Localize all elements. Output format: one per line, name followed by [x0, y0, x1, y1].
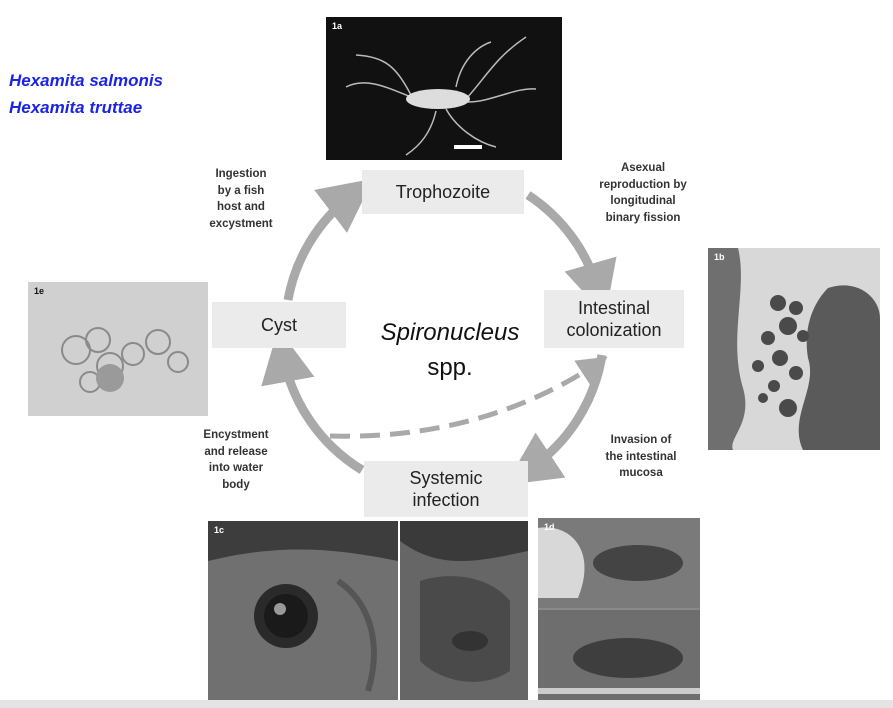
- panel-label-b: 1b: [714, 252, 725, 262]
- photo-fish-lesions-1: 1c: [208, 521, 398, 700]
- fish-head-side-image: [400, 521, 528, 700]
- arrow-cyst-to-trophozoite: [288, 195, 352, 300]
- stage-systemic-infection: Systemic infection: [364, 461, 528, 517]
- note-line: Invasion of: [586, 432, 696, 449]
- histology-section: [708, 248, 880, 450]
- photo-trophozoite: 1a: [326, 17, 562, 160]
- photo-intestinal-histology: 1b: [708, 248, 880, 450]
- stage-intestinal-colonization: Intestinal colonization: [544, 290, 684, 348]
- note-asexual-reproduction: Asexual reproduction by longitudinal bin…: [578, 160, 708, 227]
- fish-head-image: [208, 521, 398, 700]
- note-line: into water: [180, 460, 292, 477]
- cyst-micrograph: [28, 282, 208, 416]
- note-line: by a fish: [186, 183, 296, 200]
- trophozoite-micrograph: [326, 17, 562, 160]
- note-line: mucosa: [586, 465, 696, 482]
- photo-fish-lesions-2: [400, 521, 528, 700]
- note-line: longitudinal: [578, 193, 708, 210]
- photo-cysts: 1e: [28, 282, 208, 416]
- note-invasion: Invasion of the intestinal mucosa: [586, 432, 696, 482]
- photo-dissection: 1d: [538, 518, 700, 700]
- note-line: and release: [180, 444, 292, 461]
- panel-label-e: 1e: [34, 286, 44, 296]
- stage-intestinal-label-1: Intestinal: [578, 297, 650, 320]
- note-line: Encystment: [180, 427, 292, 444]
- note-line: Ingestion: [186, 166, 296, 183]
- stage-trophozoite: Trophozoite: [362, 170, 524, 214]
- stage-systemic-label-2: infection: [412, 489, 479, 512]
- stage-systemic-label-1: Systemic: [409, 467, 482, 490]
- stage-cyst-label: Cyst: [261, 314, 297, 337]
- note-line: reproduction by: [578, 177, 708, 194]
- note-line: binary fission: [578, 210, 708, 227]
- note-line: body: [180, 477, 292, 494]
- note-line: the intestinal: [586, 449, 696, 466]
- genus-name: Spironucleus: [350, 316, 550, 351]
- panel-label-c: 1c: [214, 525, 224, 535]
- note-encystment: Encystment and release into water body: [180, 427, 292, 494]
- note-ingestion: Ingestion by a fish host and excystment: [186, 166, 296, 233]
- note-line: Asexual: [578, 160, 708, 177]
- stage-trophozoite-label: Trophozoite: [396, 181, 490, 204]
- stage-intestinal-label-2: colonization: [566, 319, 661, 342]
- dissection-image: [538, 518, 700, 700]
- panel-label-d: 1d: [544, 522, 555, 532]
- stage-cyst: Cyst: [212, 302, 346, 348]
- bottom-bar: [0, 700, 893, 708]
- note-line: host and: [186, 199, 296, 216]
- center-title: Spironucleus spp.: [350, 316, 550, 386]
- genus-suffix: spp.: [350, 351, 550, 386]
- note-line: excystment: [186, 216, 296, 233]
- panel-label-a: 1a: [332, 21, 342, 31]
